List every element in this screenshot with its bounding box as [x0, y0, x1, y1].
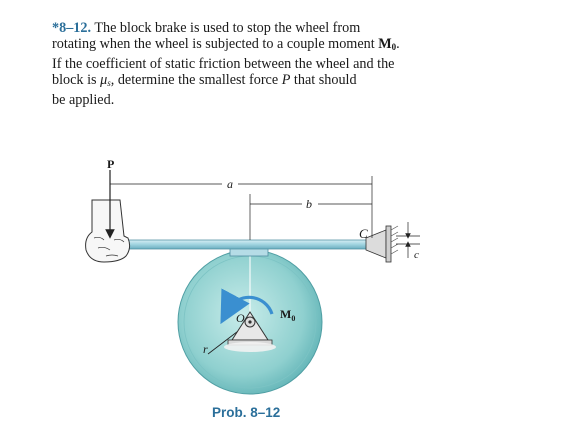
problem-line-5: be applied. [52, 91, 115, 108]
figure-caption: Prob. 8–12 [212, 405, 281, 420]
label-p: P [107, 157, 114, 171]
problem-line-4: block is μs, determine the smallest forc… [52, 72, 357, 89]
problem-line-2: rotating when the wheel is subjected to … [52, 36, 400, 53]
dimension-a [110, 176, 373, 238]
pin-support-c [365, 225, 399, 263]
dimension-b [249, 194, 372, 240]
problem-line-3: If the coefficient of static friction be… [52, 55, 395, 72]
label-r: r [203, 342, 208, 356]
label-o: O [236, 311, 245, 325]
moment-symbol: M [378, 36, 392, 53]
label-c-dim: c [414, 249, 419, 261]
hand [85, 199, 131, 263]
pin-support-o [224, 311, 276, 352]
problem-statement: *8–12. The block brake is used to stop t… [52, 20, 444, 108]
problem-number: *8–12. [52, 20, 92, 36]
moment-arrow [220, 288, 274, 325]
lever-bar [103, 239, 387, 250]
label-b: b [306, 197, 312, 211]
label-c-pin: C [359, 226, 368, 241]
dimension-c [396, 222, 420, 258]
problem-line-1: *8–12. The block brake is used to stop t… [52, 20, 361, 36]
force-symbol: P [281, 72, 291, 89]
label-a: a [227, 177, 233, 191]
label-m: M0 [280, 307, 295, 323]
mu-symbol: μ [100, 72, 108, 89]
